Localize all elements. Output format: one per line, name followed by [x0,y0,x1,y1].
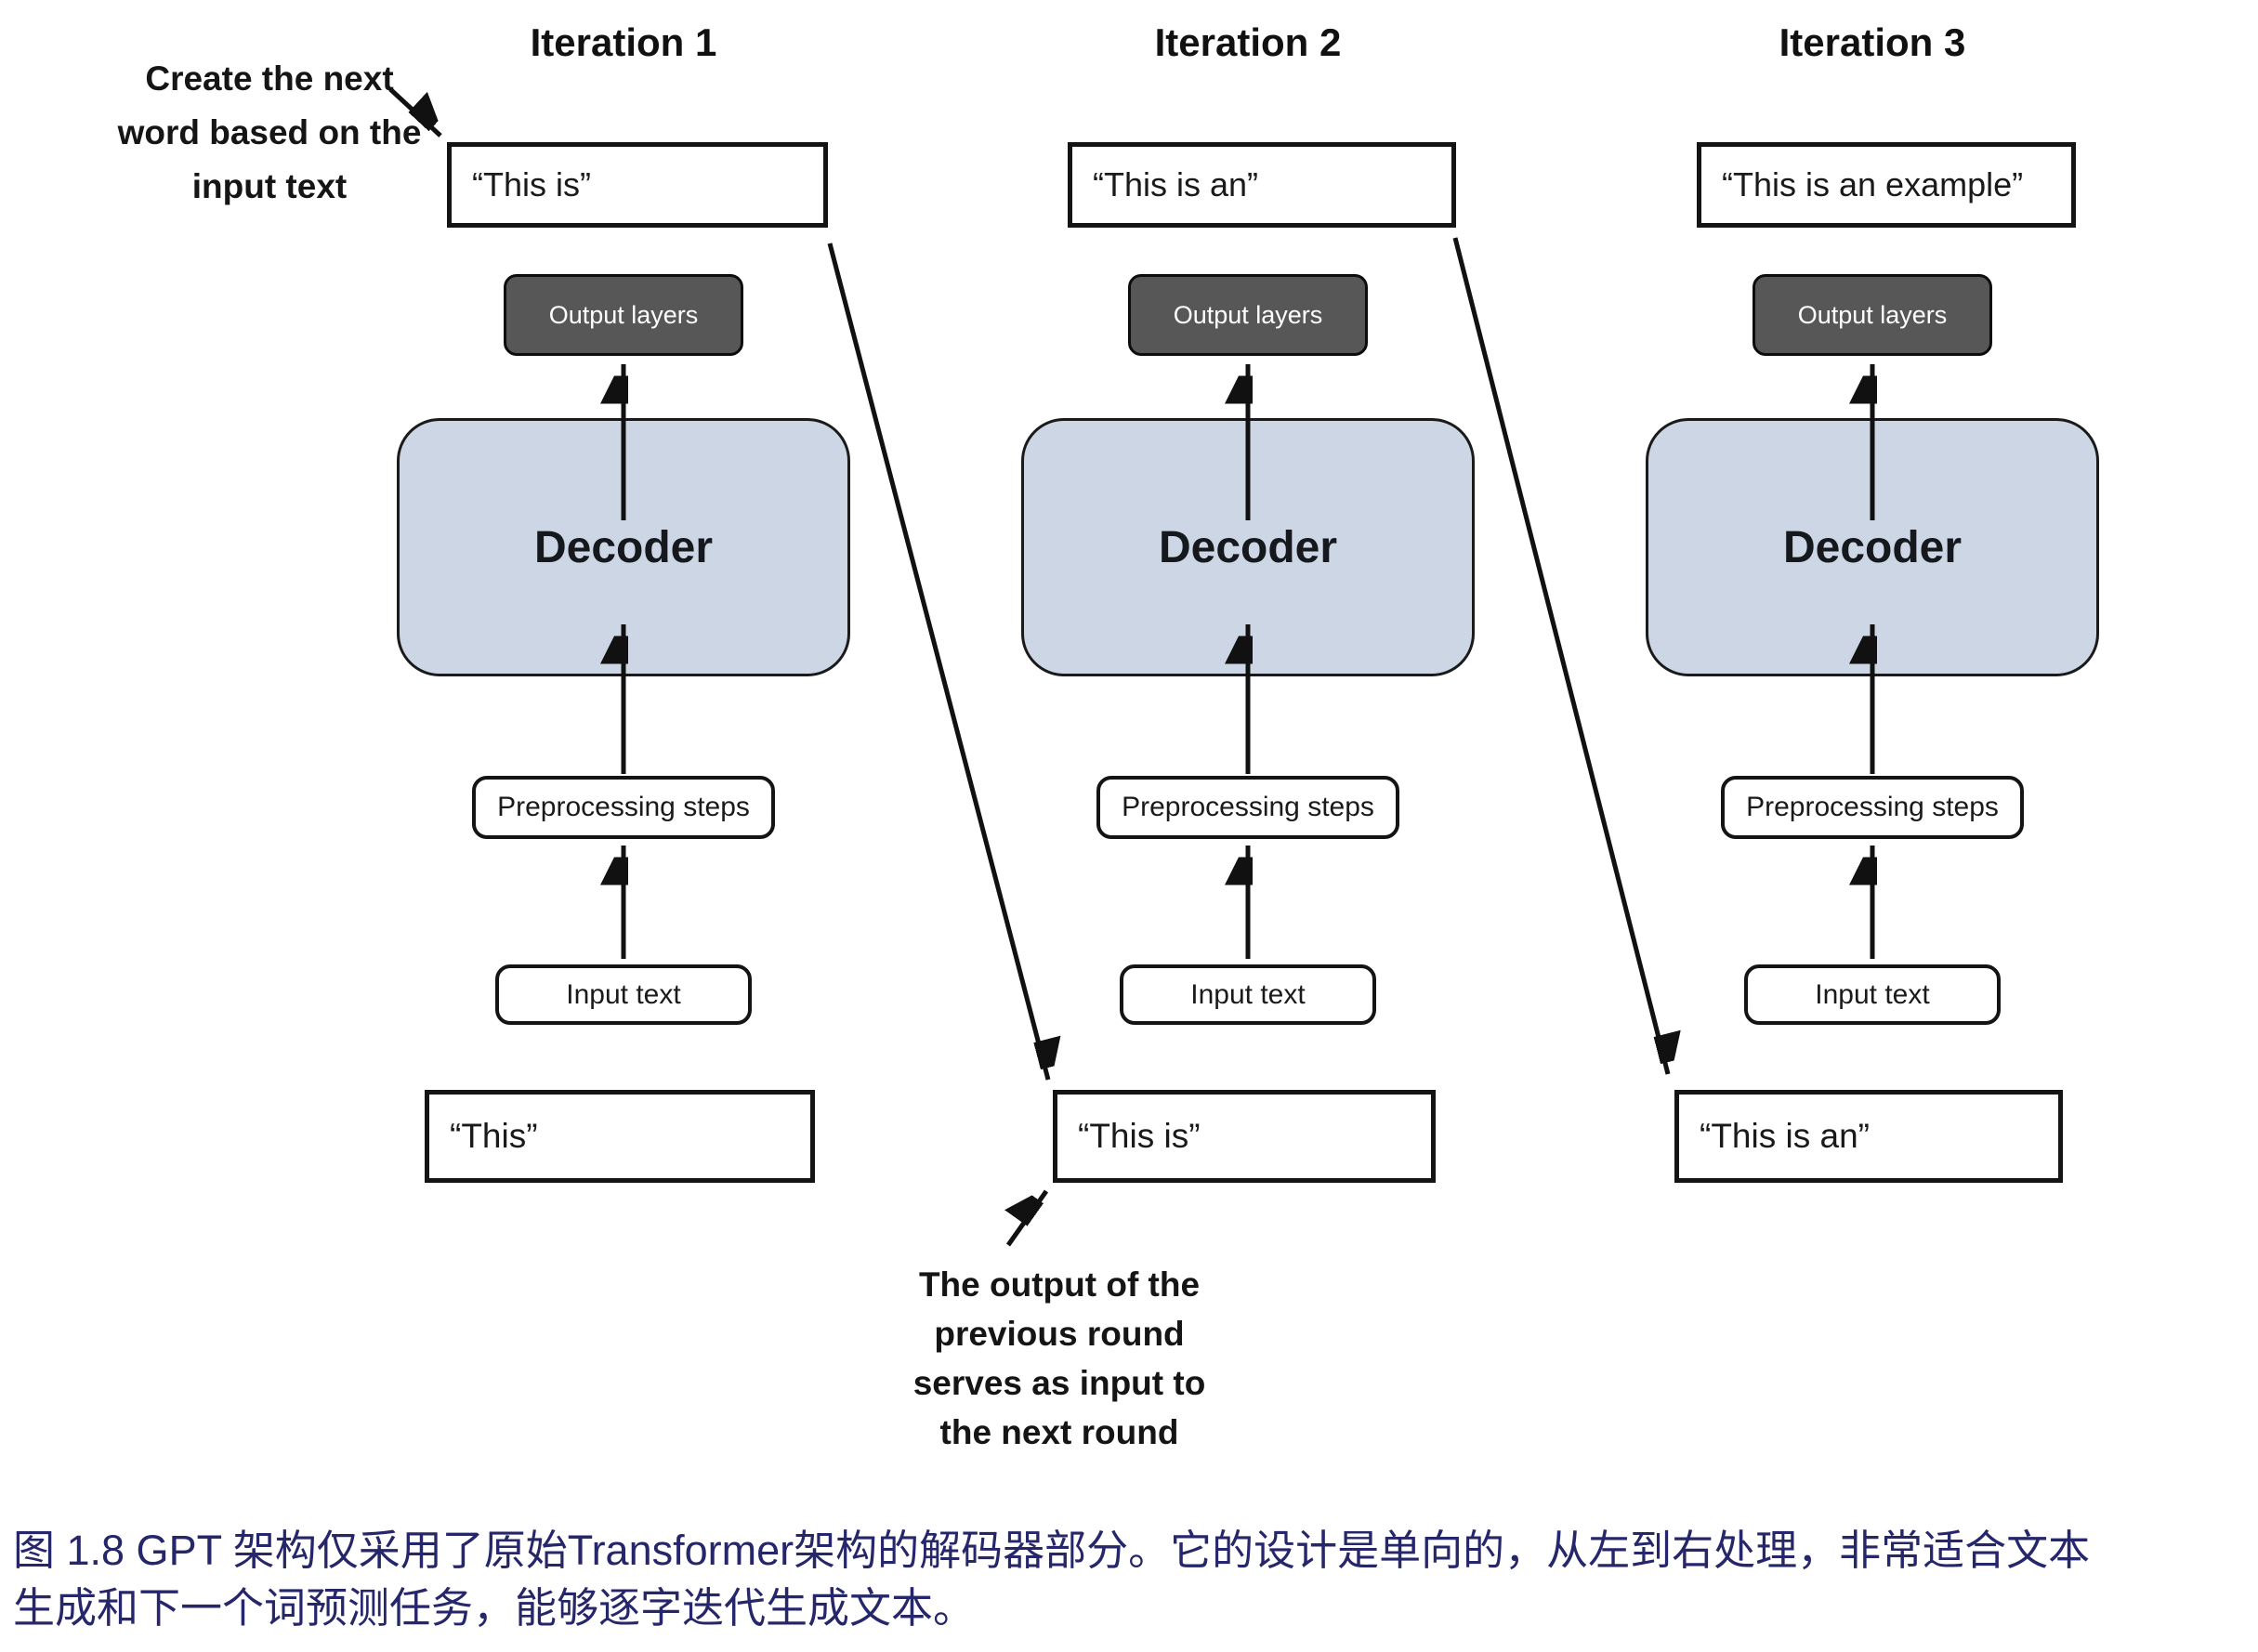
figure-caption-line-2: 生成和下一个词预测任务，能够逐字迭代生成文本。 [13,1584,976,1632]
prompt-text-box: “This is” [1053,1090,1436,1183]
iteration-column-3: Iteration 3 “This is an example” Output … [1594,0,2151,1282]
output-layers-box: Output layers [504,274,743,356]
output-layers-box: Output layers [1128,274,1368,356]
decoder-box: Decoder [1021,418,1475,676]
input-text-box: Input text [1744,964,2001,1025]
note-line: Create the next [145,59,394,98]
note-line: the next round [939,1413,1179,1451]
decoder-box: Decoder [397,418,850,676]
preprocessing-steps-box: Preprocessing steps [1721,776,2024,839]
prompt-text-box: “This is an” [1674,1090,2063,1183]
preprocessing-steps-box: Preprocessing steps [1096,776,1399,839]
prompt-text-box: “This” [425,1090,815,1183]
decoder-box: Decoder [1646,418,2099,676]
note-line: input text [191,167,348,205]
note-line: previous round [934,1315,1185,1353]
note-line: The output of the [918,1265,1201,1304]
preprocessing-steps-box: Preprocessing steps [472,776,775,839]
iteration-column-1: Iteration 1 “This is” Output layers Deco… [345,0,902,1282]
generated-text-box: “This is” [447,142,828,228]
iteration-column-2: Iteration 2 “This is an” Output layers D… [969,0,1527,1282]
figure-caption-line-1: 图 1.8 GPT 架构仅采用了原始Transformer架构的解码器部分。它的… [13,1527,2091,1574]
note-line: word based on the [117,113,422,151]
note-output-feeds-next-round: The output of the previous round serves … [781,1260,1338,1457]
column-title: Iteration 2 [1154,20,1342,64]
column-title: Iteration 3 [1779,20,1966,64]
generated-text-box: “This is an” [1068,142,1456,228]
note-line: serves as input to [912,1364,1206,1402]
input-text-box: Input text [1120,964,1376,1025]
note-create-next-word: Create the next word based on the input … [84,52,455,214]
generated-text-box: “This is an example” [1697,142,2076,228]
column-title: Iteration 1 [530,20,717,64]
input-text-box: Input text [495,964,752,1025]
output-layers-box: Output layers [1753,274,1992,356]
figure-caption: 图 1.8 GPT 架构仅采用了原始Transformer架构的解码器部分。它的… [13,1522,2243,1637]
